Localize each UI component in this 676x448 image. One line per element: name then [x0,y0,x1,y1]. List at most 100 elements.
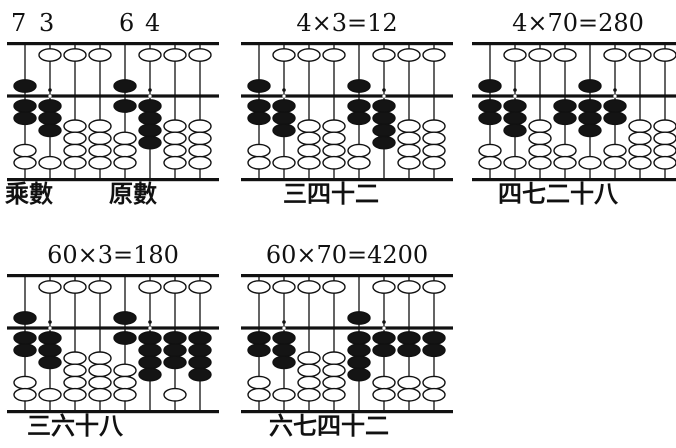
earth-bead [372,387,396,402]
heaven-bead [372,48,396,62]
panel-step-2: 4×70=280 四七二十八 [470,6,676,216]
reckoning-beam [241,94,453,98]
multiplier-digit-ones: 3 [39,9,55,37]
earth-bead [397,155,421,170]
earth-bead [422,387,446,402]
earth-bead [247,143,271,158]
earth-bead [88,131,112,146]
frame-top-bar [7,42,219,46]
panel-step-1: 4×3=12 三四十二 [239,6,455,216]
earth-bead [13,111,37,126]
earth-bead [138,111,162,126]
frame-top-bar [241,274,453,278]
earth-bead [163,131,187,146]
heaven-bead [38,48,62,62]
earth-bead [188,143,212,158]
earth-bead [188,367,212,382]
earth-bead [63,143,87,158]
unit-marker-dot [282,94,286,98]
heaven-bead [38,280,62,294]
earth-bead [347,355,371,370]
earth-bead [247,111,271,126]
earth-bead [553,111,577,126]
earth-bead [138,135,162,150]
step-title: 60×3=180 [47,241,179,269]
earth-bead [163,119,187,134]
earth-bead [347,143,371,158]
heaven-bead [422,48,446,62]
earth-bead [188,343,212,358]
earth-bead [188,119,212,134]
earth-bead [628,119,652,134]
earth-bead [272,99,296,113]
earth-bead [247,155,271,170]
earth-bead [38,355,62,370]
panel-step-3: 60×3=180 三六十八 [5,238,221,448]
earth-bead [188,331,212,345]
unit-marker-dot [148,88,152,92]
earth-bead [88,155,112,170]
heaven-bead [397,280,421,294]
earth-bead [272,123,296,138]
heaven-bead [603,48,627,62]
earth-bead [503,111,527,126]
earth-bead [138,99,162,113]
earth-bead [63,387,87,402]
heaven-bead [88,48,112,62]
unit-marker-dot [282,88,286,92]
earth-bead [163,331,187,345]
earth-bead [38,99,62,113]
earth-bead [188,355,212,370]
earth-bead [247,343,271,358]
step-title: 60×70=4200 [265,241,429,269]
earth-bead [603,143,627,158]
multiplicand-digit-ones: 4 [145,9,161,37]
earth-bead [113,143,137,158]
earth-bead [297,387,321,402]
earth-bead [63,351,87,366]
earth-bead [88,363,112,378]
earth-bead [397,131,421,146]
earth-bead [603,155,627,170]
earth-bead [38,343,62,358]
heaven-bead [297,280,321,294]
earth-bead [322,143,346,158]
multiplier-digit-tens: 7 [11,9,27,37]
earth-bead [13,99,37,113]
earth-bead [397,143,421,158]
earth-bead [38,111,62,126]
earth-bead [528,131,552,146]
earth-bead [272,331,296,345]
frame-top-bar [472,42,676,46]
earth-bead [13,155,37,170]
unit-marker-dot [282,320,286,324]
earth-bead [422,375,446,390]
unit-marker-dot [382,326,386,330]
unit-marker-dot [48,320,52,324]
abacus [472,42,676,182]
heaven-bead [322,48,346,62]
earth-bead [272,111,296,126]
earth-bead [322,131,346,146]
earth-bead [422,143,446,158]
unit-marker-dot [513,88,517,92]
earth-bead [247,387,271,402]
unit-marker-dot [382,94,386,98]
earth-bead [372,123,396,138]
earth-bead [63,131,87,146]
reckoning-beam [7,94,219,98]
earth-bead [272,355,296,370]
earth-bead [272,343,296,358]
step-caption: 三六十八 [27,411,123,440]
heaven-bead [347,79,371,93]
unit-marker-dot [613,88,617,92]
earth-bead [553,155,577,170]
heaven-bead [322,280,346,294]
earth-bead [113,131,137,146]
earth-bead [163,343,187,358]
earth-bead [528,119,552,134]
earth-bead [628,143,652,158]
earth-bead [503,155,527,170]
earth-bead [188,131,212,146]
heaven-bead [653,48,676,62]
